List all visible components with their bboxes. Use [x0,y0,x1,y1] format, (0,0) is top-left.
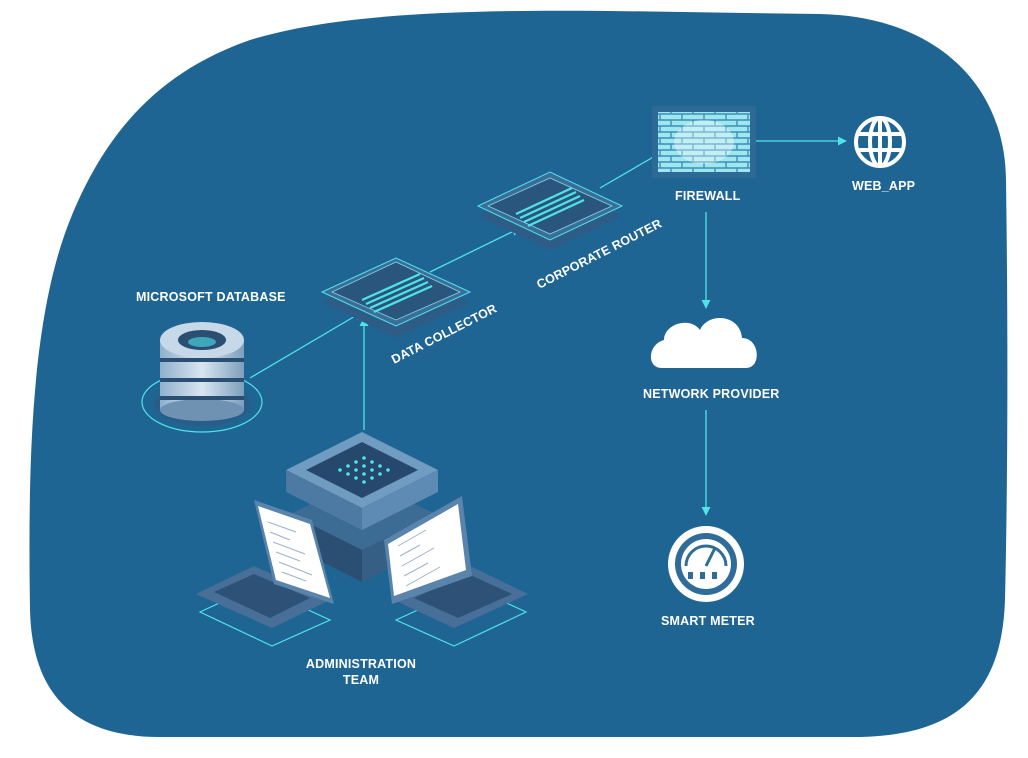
administration-team-label: ADMINISTRATION TEAM [296,656,426,688]
router-chip-icon[interactable] [476,171,624,250]
administration-team-label-line2: TEAM [342,673,380,687]
cloud-icon[interactable] [650,318,757,368]
firewall-label: FIREWALL [675,189,741,203]
server-and-laptops-icon[interactable] [196,432,528,647]
globe-icon[interactable] [854,116,906,168]
database-cylinder-icon[interactable] [141,322,263,433]
edge-router-to-firewall [599,151,663,189]
connector-lines [249,136,847,516]
network-provider-label: NETWORK PROVIDER [643,387,780,401]
collector-chip-icon[interactable] [320,257,472,338]
brick-wall-icon[interactable] [652,106,756,178]
gauge-icon[interactable] [668,526,744,602]
edge-collector-to-router [429,227,521,273]
administration-team-label-line1: ADMINISTRATION [305,657,417,671]
web-app-label: WEB_APP [852,179,916,193]
microsoft-database-label: MICROSOFT DATABASE [136,290,286,304]
edge-database-to-collector [249,311,363,379]
smart-meter-label: SMART METER [661,614,755,628]
